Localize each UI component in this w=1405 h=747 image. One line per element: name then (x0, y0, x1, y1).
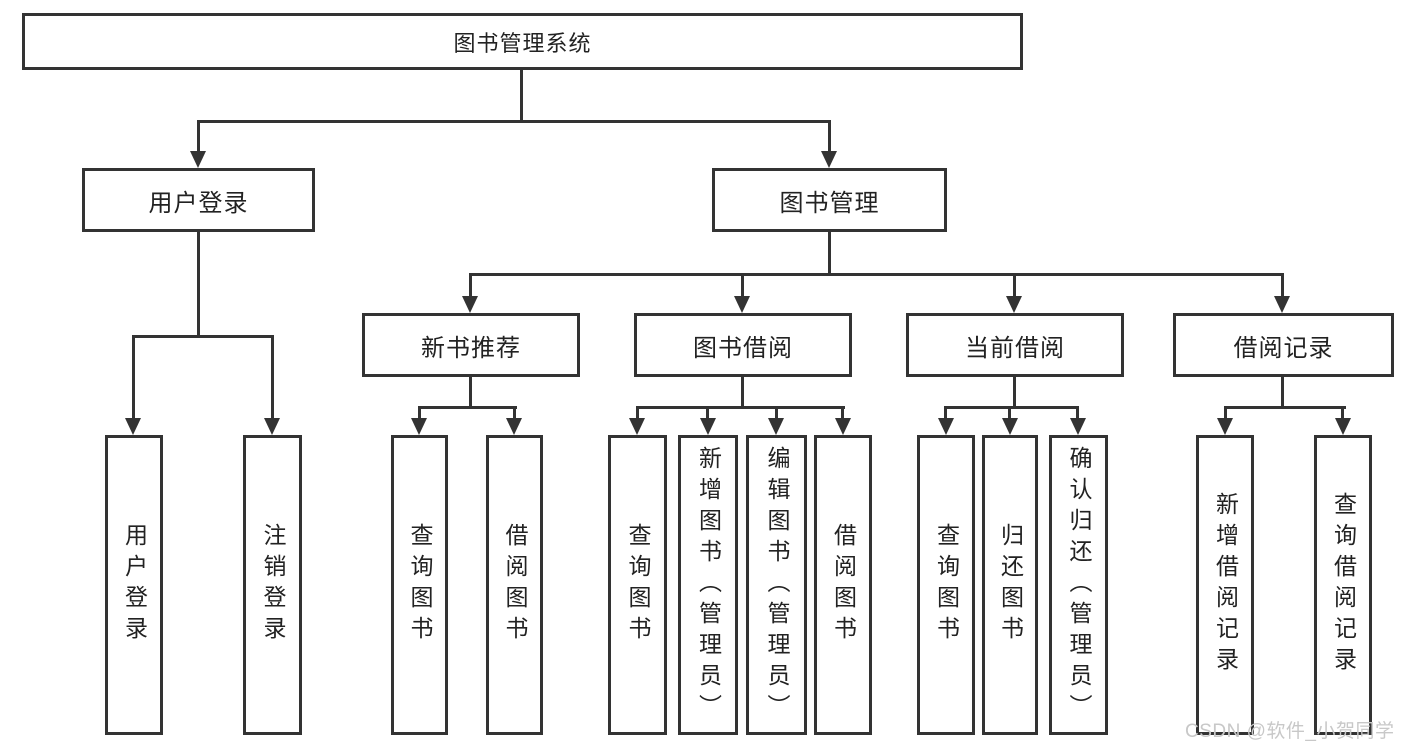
connector-line (132, 335, 274, 338)
connector-line (741, 377, 744, 406)
connector-line (271, 335, 274, 418)
leaf-label: 新增图书（管理员） (695, 445, 722, 725)
leaf-logout: 注销登录 (243, 435, 302, 735)
connector-line (520, 70, 523, 120)
node-label: 用户登录 (148, 189, 249, 217)
node-label: 当前借阅 (965, 334, 1065, 362)
connector-line (418, 406, 421, 418)
connector-line (1281, 273, 1284, 296)
leaf-borrow-add-books-admin: 新增图书（管理员） (678, 435, 738, 735)
node-user-login: 用户登录 (82, 168, 315, 232)
connector-line (469, 273, 1283, 276)
leaf-label: 借阅图书 (830, 523, 857, 647)
arrowhead-icon (629, 418, 645, 435)
connector-line (1224, 406, 1346, 409)
arrowhead-icon (411, 418, 427, 435)
leaf-label: 编辑图书（管理员） (764, 445, 790, 725)
arrowhead-icon (264, 418, 280, 435)
leaf-label: 借阅图书 (502, 523, 528, 647)
arrowhead-icon (700, 418, 716, 435)
leaf-borrow-edit-books-admin: 编辑图书（管理员） (746, 435, 807, 735)
leaf-records-query-record: 查询借阅记录 (1314, 435, 1372, 735)
connector-line (1076, 406, 1079, 418)
arrowhead-icon (125, 418, 141, 435)
connector-line (469, 273, 472, 296)
node-label: 借阅记录 (1233, 334, 1334, 362)
connector-line (828, 120, 831, 151)
connector-line (1013, 273, 1016, 296)
arrowhead-icon (821, 151, 837, 168)
connector-line (944, 406, 1079, 409)
connector-line (636, 406, 845, 409)
connector-line (197, 120, 831, 123)
node-label: 图书管理系统 (453, 30, 592, 56)
connector-line (197, 232, 200, 335)
connector-line (1341, 406, 1344, 418)
leaf-records-add-record: 新增借阅记录 (1196, 435, 1254, 735)
leaf-label: 查询图书 (933, 523, 960, 647)
connector-line (469, 377, 472, 406)
arrowhead-icon (835, 418, 851, 435)
node-label: 图书管理 (779, 189, 880, 217)
arrowhead-icon (1274, 296, 1290, 313)
leaf-current-query-books: 查询图书 (917, 435, 975, 735)
connector-line (1008, 406, 1011, 418)
leaf-label: 新增借阅记录 (1212, 492, 1239, 678)
node-label: 新书推荐 (421, 334, 521, 362)
connector-line (132, 335, 135, 418)
leaf-label: 注销登录 (260, 523, 286, 647)
arrowhead-icon (734, 296, 750, 313)
arrowhead-icon (768, 418, 784, 435)
leaf-label: 查询借阅记录 (1330, 492, 1357, 678)
leaf-current-return-books: 归还图书 (982, 435, 1038, 735)
arrowhead-icon (1217, 418, 1233, 435)
connector-line (418, 406, 517, 409)
leaf-recommend-query-books: 查询图书 (391, 435, 448, 735)
arrowhead-icon (1070, 418, 1086, 435)
leaf-label: 用户登录 (121, 523, 148, 647)
connector-line (841, 406, 844, 418)
leaf-label: 归还图书 (997, 523, 1024, 647)
connector-line (513, 406, 516, 418)
connector-line (197, 120, 200, 151)
connector-line (1013, 377, 1016, 406)
leaf-user-login: 用户登录 (105, 435, 163, 735)
arrowhead-icon (190, 151, 206, 168)
leaf-borrow-borrow-books: 借阅图书 (814, 435, 872, 735)
node-current-borrow: 当前借阅 (906, 313, 1124, 377)
arrowhead-icon (506, 418, 522, 435)
node-book-management: 图书管理 (712, 168, 947, 232)
arrowhead-icon (1335, 418, 1351, 435)
arrowhead-icon (938, 418, 954, 435)
arrowhead-icon (1006, 296, 1022, 313)
connector-line (944, 406, 947, 418)
arrowhead-icon (462, 296, 478, 313)
connector-line (741, 273, 744, 296)
leaf-current-confirm-return-admin: 确认归还（管理员） (1049, 435, 1108, 735)
connector-line (1281, 377, 1284, 406)
connector-line (828, 232, 831, 273)
leaf-label: 查询图书 (407, 523, 433, 647)
watermark: CSDN @软件_小贺同学 (1185, 721, 1395, 742)
node-root: 图书管理系统 (22, 13, 1023, 70)
node-new-book-recommend: 新书推荐 (362, 313, 580, 377)
connector-line (775, 406, 778, 418)
node-borrow-records: 借阅记录 (1173, 313, 1394, 377)
arrowhead-icon (1002, 418, 1018, 435)
connector-line (1224, 406, 1227, 418)
connector-line (706, 406, 709, 418)
node-label: 图书借阅 (693, 334, 793, 362)
leaf-recommend-borrow-books: 借阅图书 (486, 435, 543, 735)
node-book-borrow: 图书借阅 (634, 313, 852, 377)
leaf-label: 确认归还（管理员） (1066, 445, 1092, 725)
connector-line (636, 406, 639, 418)
leaf-borrow-query-books: 查询图书 (608, 435, 667, 735)
leaf-label: 查询图书 (625, 523, 651, 647)
